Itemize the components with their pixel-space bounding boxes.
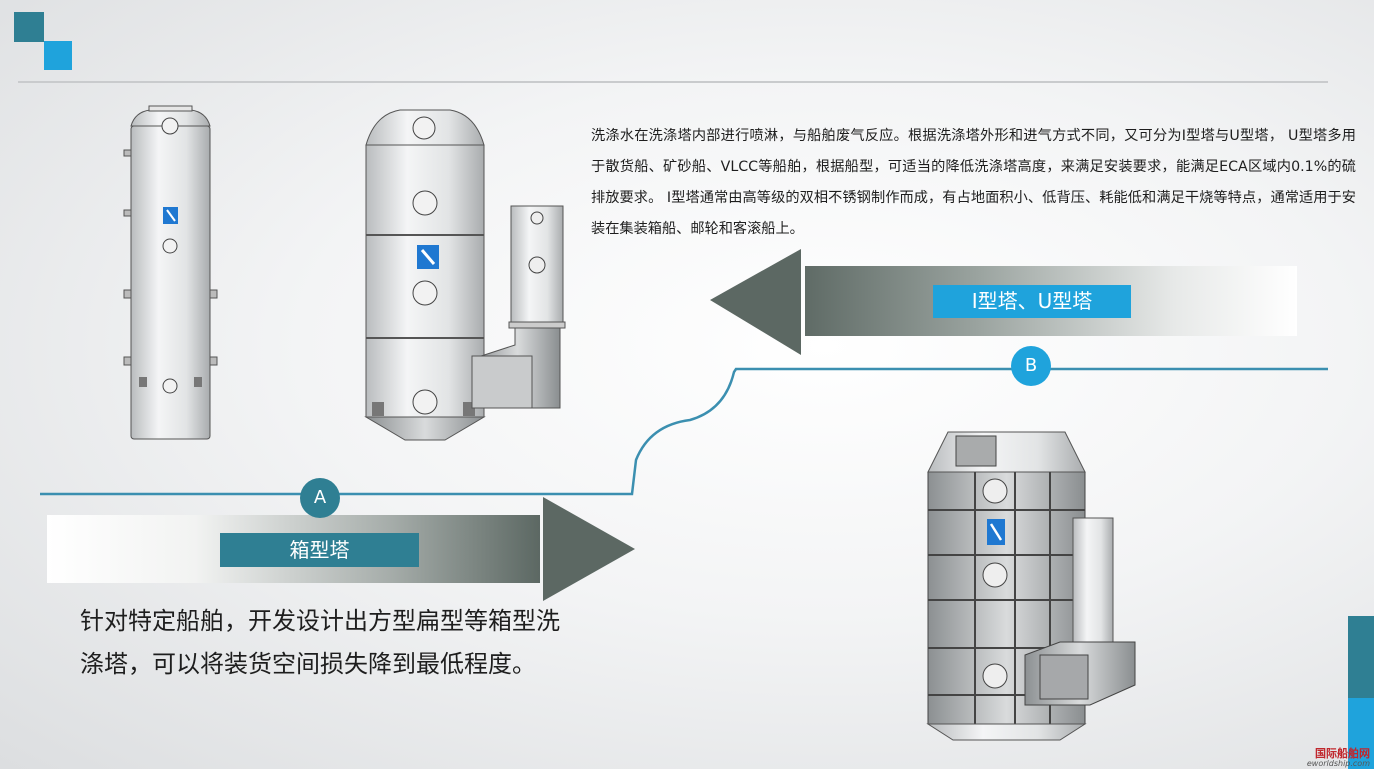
i-u-type-label: I型塔、U型塔 [933,285,1131,318]
corner-square-dark [14,12,44,42]
box-type-description: 针对特定船舶，开发设计出方型扁型等箱型洗涤塔，可以将装货空间损失降到最低程度。 [80,607,560,678]
arrow-left [710,249,801,355]
box-type-tower-image [926,431,1136,741]
corner-square-light [44,41,72,70]
u-type-tower-image [364,109,566,441]
marker-a: A [300,478,340,518]
header-divider [18,81,1328,83]
marker-b: B [1011,346,1051,386]
right-edge-bar-dark [1348,616,1374,698]
right-edge-bar-light [1348,698,1374,769]
description-text: 洗涤水在洗涤塔内部进行喷淋，与船舶废气反应。根据洗涤塔外形和进气方式不同，又可分… [591,128,1356,237]
watermark-name: 国际船舶网 [1315,747,1370,760]
arrow-right [543,497,635,601]
connector-line [40,367,1328,496]
box-type-label: 箱型塔 [220,533,419,567]
i-type-tower-image [123,105,218,440]
watermark-url: eworldship.com [1306,759,1370,768]
